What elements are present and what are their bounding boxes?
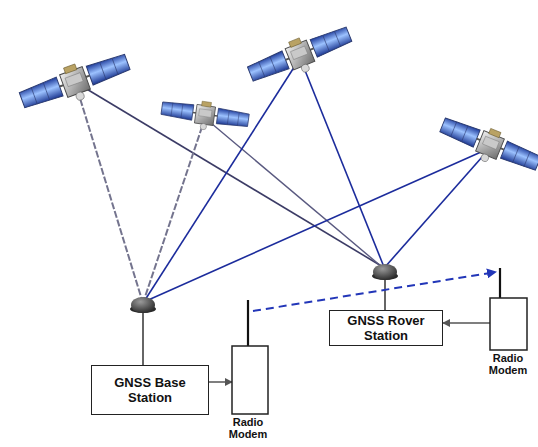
- radio-modem: Radio Modem: [222, 298, 274, 440]
- satellite: [160, 96, 250, 136]
- satellite: [17, 47, 135, 119]
- signal-lines: [75, 58, 490, 301]
- satellite: [436, 111, 538, 180]
- signal-line: [300, 58, 384, 267]
- antenna-cable: [384, 278, 386, 310]
- signal-line: [75, 82, 383, 267]
- box-label: GNSS Rover Station: [336, 313, 436, 343]
- satellite: [245, 20, 356, 92]
- radio-modem: Radio Modem: [482, 266, 534, 376]
- modem-shape: [482, 266, 534, 352]
- modem-shape: [222, 298, 274, 416]
- signal-line: [146, 148, 490, 301]
- modem-label: Radio Modem: [222, 417, 274, 440]
- modem-box: [490, 298, 527, 350]
- box-label: GNSS Base Station: [98, 375, 202, 405]
- signal-line: [144, 118, 205, 300]
- station-box: GNSS Rover Station: [329, 310, 443, 346]
- signal-line: [385, 148, 490, 267]
- signal-line: [145, 58, 300, 300]
- station-box: GNSS Base Station: [91, 365, 209, 415]
- data-arrow: [443, 322, 490, 324]
- base-antenna: [130, 297, 156, 313]
- modem-box: [232, 346, 268, 414]
- modem-label: Radio Modem: [482, 353, 534, 376]
- signal-line: [205, 118, 382, 267]
- antenna-cable: [142, 310, 144, 365]
- modem-antenna: [247, 300, 249, 346]
- radio-link: [253, 272, 496, 311]
- signal-line: [75, 82, 142, 300]
- rover-antenna: [372, 264, 398, 280]
- data-arrow: [209, 381, 232, 383]
- modem-antenna: [499, 268, 501, 298]
